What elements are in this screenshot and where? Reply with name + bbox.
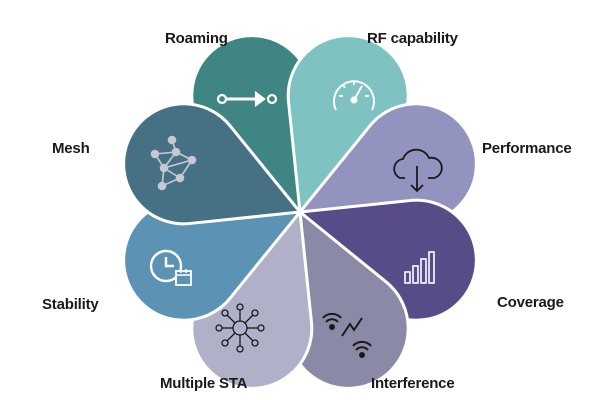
label-interference: Interference	[371, 375, 455, 392]
mesh-network-icon	[150, 135, 197, 191]
label-rf-capability: RF capability	[367, 30, 458, 47]
label-multiple-sta: Multiple STA	[160, 375, 248, 392]
label-mesh: Mesh	[52, 140, 90, 157]
label-coverage: Coverage	[497, 294, 564, 311]
signal-bars-icon	[404, 251, 435, 284]
multi-station-icon	[215, 303, 265, 353]
clock-calendar-icon	[149, 249, 192, 286]
speedometer-icon	[333, 80, 375, 111]
label-stability: Stability	[42, 296, 99, 313]
label-roaming: Roaming	[165, 30, 228, 47]
petal-mesh	[122, 102, 303, 226]
cloud-download-icon	[393, 148, 443, 193]
arrow-connect-icon	[216, 90, 278, 108]
label-performance: Performance	[482, 140, 572, 157]
wifi-interference-icon	[322, 312, 372, 358]
petal-shape	[122, 102, 303, 226]
